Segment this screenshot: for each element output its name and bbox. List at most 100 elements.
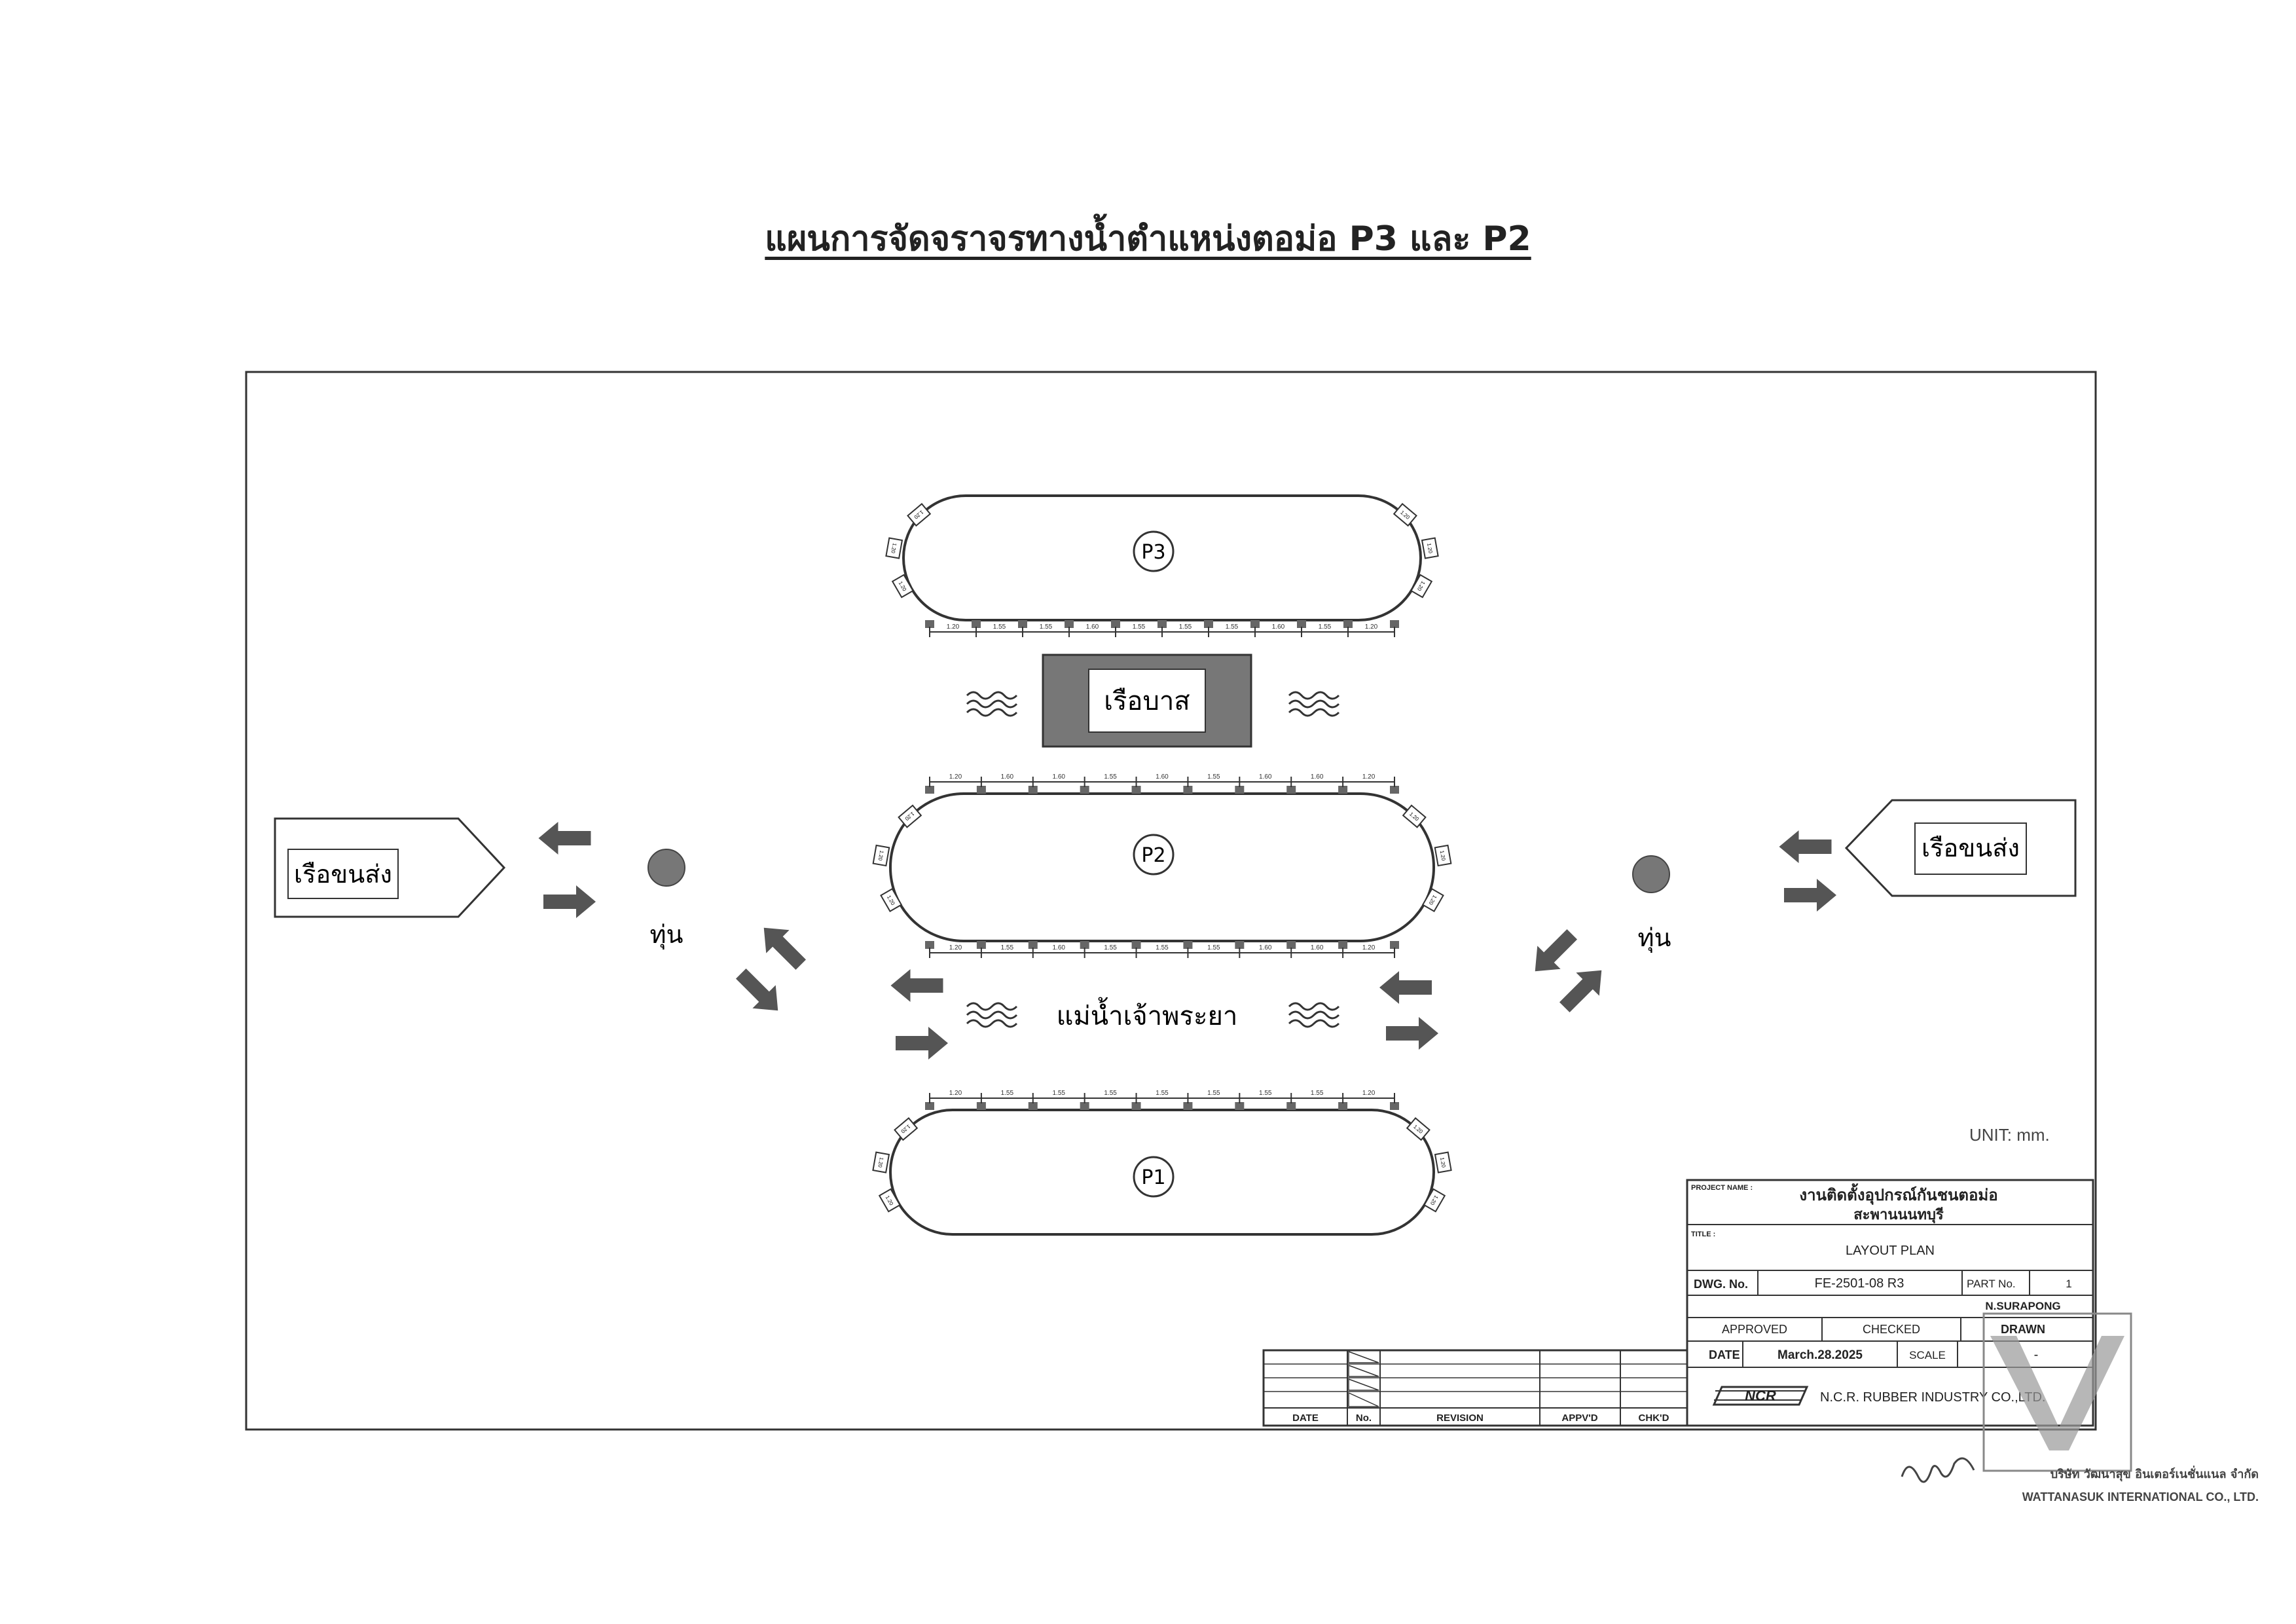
- fender-bracket: [1028, 941, 1038, 949]
- buoy-left: [647, 849, 685, 887]
- arrow-diagonal-icon: [752, 916, 812, 976]
- watermark-logo: [1982, 1312, 2132, 1472]
- fender-spacing-label: 1.55: [1104, 773, 1117, 781]
- fender-spacing-label: 1.55: [1319, 623, 1332, 631]
- company-stamp: บริษัท วัฒนาสุข อินเตอร์เนชั่นแนล จำกัด …: [1892, 1464, 2259, 1508]
- fender-bracket: [1297, 620, 1306, 628]
- fender-bracket: [976, 1102, 986, 1110]
- arrow-diagonal-icon: [1553, 959, 1613, 1019]
- fender-bracket: [1390, 786, 1399, 794]
- scale-value: -: [2034, 1348, 2039, 1362]
- fender-spacing-label: 1.55: [1156, 1090, 1169, 1097]
- fender-bracket: [1018, 620, 1027, 628]
- fender-spacing-label: 1.60: [1259, 944, 1272, 951]
- arrow-right-icon: [543, 885, 596, 918]
- fender-bracket: [1286, 941, 1296, 949]
- revision-no-header: No.: [1356, 1412, 1372, 1424]
- arrow-right-icon: [1386, 1017, 1438, 1050]
- fender-bracket: [1131, 1102, 1141, 1110]
- fender-spacing-label: 1.55: [1259, 1090, 1272, 1097]
- end-fender: [1393, 503, 1417, 527]
- arrow-diagonal-icon: [1523, 923, 1584, 983]
- fender-spacing-label: 1.60: [1311, 773, 1324, 781]
- end-fender-label: 1.20: [1439, 850, 1447, 861]
- bus-boat: เรือบาส: [1042, 654, 1252, 748]
- fender-bracket: [1235, 1102, 1245, 1110]
- fender-bracket: [925, 941, 934, 949]
- end-fender: [1410, 574, 1433, 599]
- end-fender: [891, 574, 914, 599]
- fender-spacing-label: 1.55: [1104, 1090, 1117, 1097]
- fender-bracket: [1080, 941, 1089, 949]
- pier-p2-label: P2: [1141, 844, 1165, 867]
- fender-bracket: [1286, 786, 1296, 794]
- fender-spacing-label: 1.20: [949, 773, 962, 781]
- river-label: แม่น้ำเจ้าพระยา: [1057, 997, 1238, 1031]
- transport-boat-left-label: เรือขนส่ง: [294, 860, 392, 889]
- revision-chkd-header: CHK'D: [1639, 1412, 1669, 1424]
- dwg-no-value: FE-2501-08 R3: [1815, 1276, 1904, 1291]
- revision-date-header: DATE: [1292, 1412, 1319, 1424]
- fender-spacing-label: 1.20: [949, 1090, 962, 1097]
- fender-spacing-label: 1.55: [1104, 944, 1117, 951]
- title-block: PROJECT NAME : งานติดตั้งอุปกรณ์กันชนตอม…: [1686, 1179, 2132, 1472]
- arrow-right-icon: [1784, 879, 1836, 912]
- fender-spacing-label: 1.20: [947, 623, 960, 631]
- project-name-line2: สะพานนนทบุรี: [1853, 1207, 1944, 1224]
- company-stamp-line2: WATTANASUK INTERNATIONAL CO., LTD.: [2022, 1490, 2259, 1504]
- drawn-label: DRAWN: [2001, 1323, 2045, 1336]
- end-fender-label: 1.20: [890, 543, 898, 554]
- end-fender: [894, 1117, 919, 1141]
- arrow-diagonal-icon: [729, 962, 790, 1022]
- ncr-logo-text: NCR: [1745, 1388, 1776, 1404]
- end-fender: [1406, 1117, 1430, 1141]
- fender-bracket: [972, 620, 981, 628]
- signature-mark: [1901, 1457, 1975, 1483]
- buoy-right-label: ทุ่น: [1637, 923, 1671, 953]
- fender-bracket: [1390, 941, 1399, 949]
- fender-spacing-label: 1.55: [1226, 623, 1239, 631]
- fender-bracket: [925, 786, 934, 794]
- revision-appvd-header: APPV'D: [1561, 1412, 1597, 1424]
- end-fender: [872, 844, 890, 867]
- fender-spacing-label: 1.55: [1207, 944, 1220, 951]
- fender-spacing-label: 1.20: [1362, 1090, 1376, 1097]
- fender-spacing-label: 1.55: [1156, 944, 1169, 951]
- end-fender: [1402, 804, 1427, 828]
- end-fender: [1423, 1188, 1446, 1213]
- end-fender: [872, 1151, 890, 1173]
- wave-icon: [966, 1002, 1018, 1028]
- arrow-left-icon: [1379, 971, 1432, 1004]
- transport-boat-right-label: เรือขนส่ง: [1922, 834, 2020, 862]
- fender-bracket: [1183, 786, 1193, 794]
- fender-spacing-label: 1.55: [1311, 1090, 1324, 1097]
- fender-spacing-label: 1.60: [1311, 944, 1324, 951]
- end-fender: [1434, 844, 1452, 867]
- pier-p3-label: P3: [1141, 541, 1165, 564]
- company-name: N.C.R. RUBBER INDUSTRY CO.,LTD.: [1820, 1390, 2046, 1405]
- fender-bracket: [1183, 941, 1193, 949]
- fender-spacing-label: 1.55: [1001, 944, 1014, 951]
- fender-spacing-label: 1.20: [1362, 944, 1376, 951]
- fender-bracket: [1080, 1102, 1089, 1110]
- end-fender: [885, 537, 903, 559]
- title-value: LAYOUT PLAN: [1846, 1244, 1935, 1258]
- fender-bracket: [1390, 1102, 1399, 1110]
- fender-bracket: [1235, 941, 1245, 949]
- dwg-no-label: DWG. No.: [1694, 1278, 1748, 1291]
- fender-bracket: [1131, 786, 1141, 794]
- end-fender: [878, 1188, 901, 1213]
- fender-spacing-label: 1.55: [993, 623, 1006, 631]
- date-value: March.28.2025: [1777, 1348, 1863, 1362]
- fender-spacing-label: 1.60: [1086, 623, 1099, 631]
- arrow-left-icon: [1779, 830, 1832, 863]
- fender-bracket: [1204, 620, 1213, 628]
- buoy-right: [1632, 855, 1670, 893]
- arrow-right-icon: [896, 1027, 948, 1060]
- fender-bracket: [1286, 1102, 1296, 1110]
- bus-boat-label: เรือบาส: [1104, 686, 1190, 716]
- fender-spacing-label: 1.55: [1001, 1090, 1014, 1097]
